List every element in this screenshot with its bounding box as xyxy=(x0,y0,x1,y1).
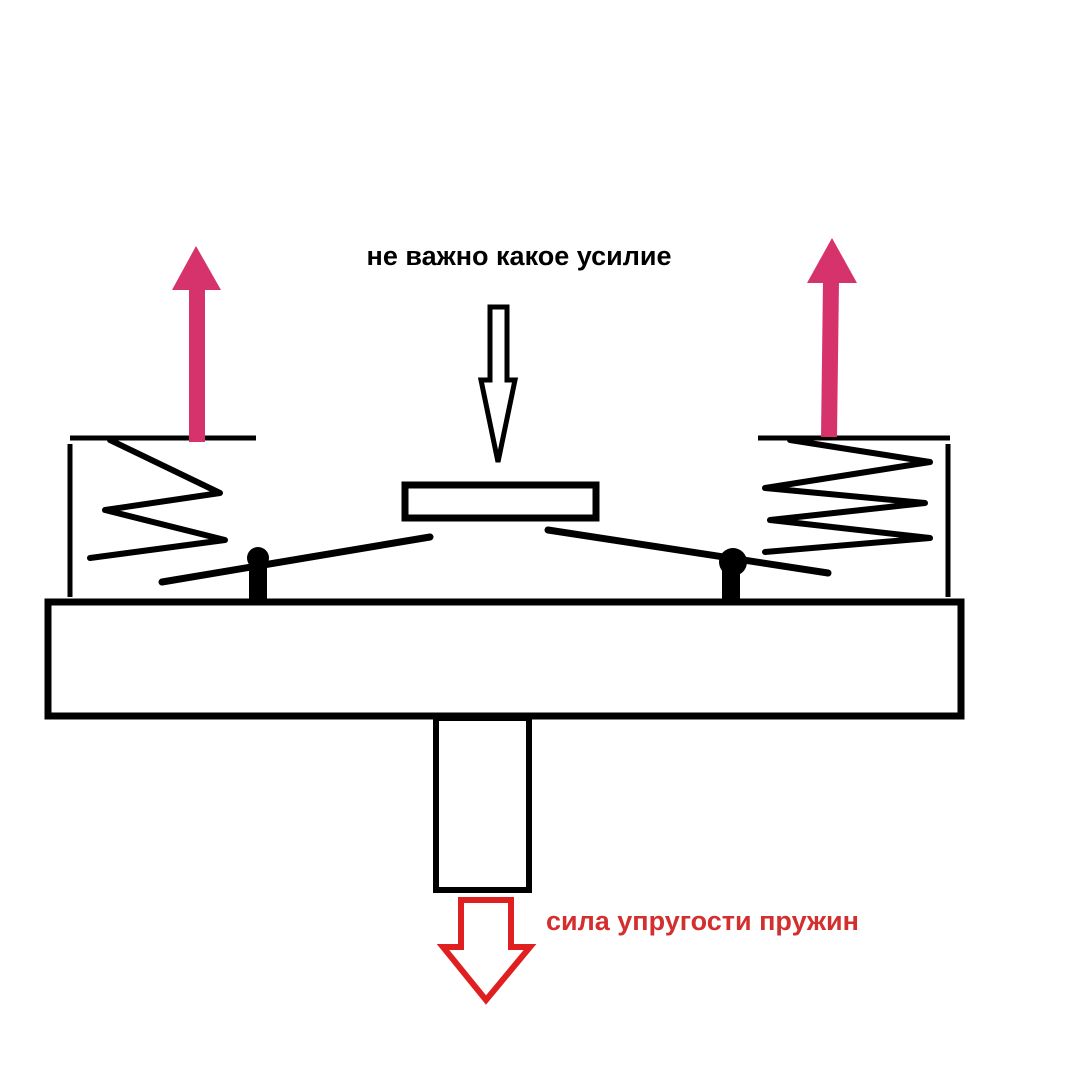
right-lever xyxy=(544,526,832,604)
applied-force-label: не важно какое усилие xyxy=(367,241,672,271)
left-spring-force-arrow-icon xyxy=(172,246,221,442)
base-plate xyxy=(44,598,965,720)
right-spring-force-arrow-icon xyxy=(807,238,857,438)
left-lever xyxy=(158,533,434,604)
press-plate xyxy=(401,481,600,522)
spring-force-down-arrow-icon xyxy=(436,897,537,1005)
left-spring-housing xyxy=(67,435,256,597)
applied-force-arrow-icon xyxy=(477,304,519,463)
spring-force-label: сила упругости пружин xyxy=(546,906,859,936)
output-rod xyxy=(433,715,532,893)
right-spring xyxy=(762,437,933,555)
left-spring xyxy=(87,437,228,561)
